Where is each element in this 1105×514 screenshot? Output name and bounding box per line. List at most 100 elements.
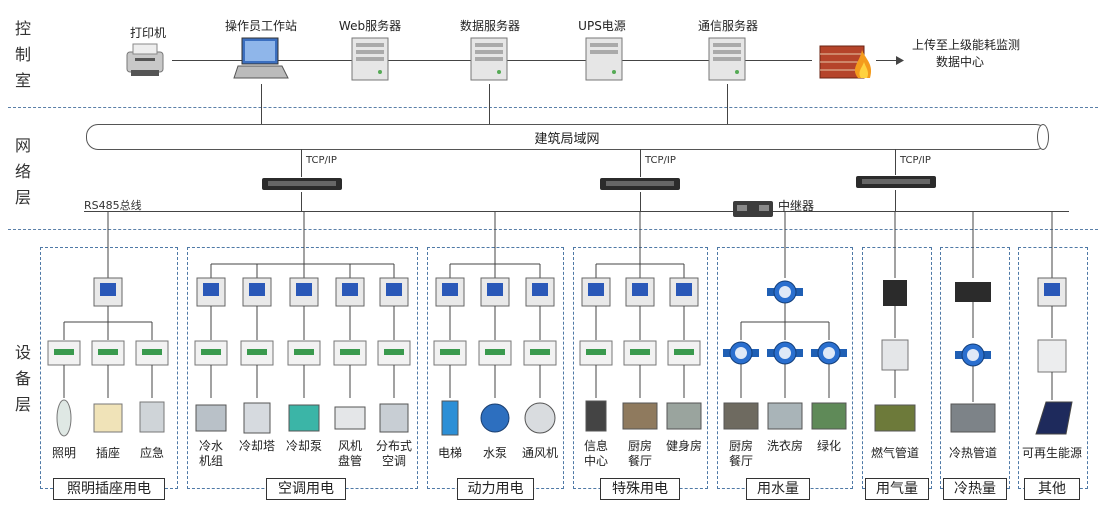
hvac-breaker-icon [333,340,367,366]
water-pump-icon [480,403,510,433]
lan-label: 建筑局域网 [534,132,600,147]
hvac-item-label: 冷却泵 [285,439,322,453]
power-breaker-icon [478,340,512,366]
comm-server-label: 通信服务器 [697,19,758,33]
lan-bus-cap [1037,124,1049,150]
switch-icon-3 [856,176,936,188]
heat-item-label: 冷热管道 [948,446,997,460]
emergency-light-icon [139,401,165,433]
lan-to-switch-1-line [301,149,302,177]
power-group-meter-icon [525,277,555,307]
special-meter-icon [625,277,655,307]
special-meter-icon [581,277,611,307]
commserver-to-lan-line [727,84,728,124]
lighting-breaker-icon [135,340,169,366]
hvac-meter-icon [335,277,365,307]
layer-label-device: 设备层 [14,343,31,414]
upload-label-line1: 上传至上级能耗监测 [911,38,1020,52]
combiner-box-icon [1037,339,1067,373]
upload-arrow-line [876,60,898,61]
hvac-meter-icon [242,277,272,307]
greenery-photo-icon [811,402,847,430]
canteen-photo-icon [723,402,759,430]
rs485-bus-line [84,211,1069,212]
group-title-special: 特殊用电 [600,478,680,500]
tcpip-label-1: TCP/IP [306,155,337,166]
laundry-photo-icon [767,402,803,430]
switch-icon-2 [600,178,680,190]
split-ac-icon [379,403,409,433]
group-title-lighting: 照明插座用电 [53,478,165,500]
chiller-icon [195,404,227,432]
web-server-icon [351,37,389,81]
firewall-icon [819,45,872,79]
lighting-breaker-icon [47,340,81,366]
cooling-tower-icon [243,402,271,434]
hvac-item-label: 冷水 机组 [198,439,223,468]
hvac-meter-icon [379,277,409,307]
water-item-label: 厨房 餐厅 [728,439,753,468]
lamp-icon [56,399,72,437]
special-breaker-icon [667,340,701,366]
ventilator-icon [524,402,556,434]
water-item-label: 洗衣房 [766,439,803,453]
gas-meter-icon [881,339,909,371]
lighting-main-meter-icon [93,277,123,307]
switch-icon-1 [262,178,342,190]
upload-label-line2: 数据中心 [935,55,984,69]
other-item-label: 可再生能源 [1021,446,1082,460]
station-to-lan-line [261,84,262,124]
lan-to-switch-3-line [895,149,896,175]
power-item-label: 电梯 [437,446,462,460]
hvac-breaker-icon [377,340,411,366]
rs485-label: RS485总线 [84,199,142,212]
heat-collector-icon [955,282,991,302]
server-rack-icon [585,400,607,432]
lighting-breaker-icon [91,340,125,366]
socket-icon [93,403,123,433]
db-server-label: 数据服务器 [459,19,520,33]
tcpip-label-2: TCP/IP [645,155,676,166]
laptop-icon [233,37,289,79]
gas-item-label: 燃气管道 [870,446,919,460]
power-group-meter-icon [435,277,465,307]
layer-label-control: 控制室 [14,19,31,90]
hvac-meter-icon [196,277,226,307]
dbserver-to-lan-line [489,84,490,124]
group-title-water: 用水量 [746,478,810,500]
special-meter-icon [669,277,699,307]
hvac-breaker-icon [287,340,321,366]
other-meter-icon [1037,277,1067,307]
group-title-gas: 用气量 [865,478,929,500]
heat-pipe-photo-icon [950,403,996,433]
special-breaker-icon [579,340,613,366]
elevator-icon [441,400,459,436]
special-item-label: 健身房 [665,439,702,453]
printer-icon [126,43,164,76]
water-sub-meter-icon [811,341,847,365]
water-item-label: 绿化 [816,439,841,453]
hvac-breaker-icon [240,340,274,366]
hvac-item-label: 冷却塔 [238,439,275,453]
layer-label-network: 网络层 [14,136,31,207]
power-breaker-icon [433,340,467,366]
lighting-item-label: 照明 [51,446,76,460]
gym-photo-icon [666,402,702,430]
operator-station-label: 操作员工作站 [224,19,297,33]
gas-collector-icon [883,280,907,306]
hvac-meter-icon [289,277,319,307]
repeater-label: 中继器 [778,199,815,213]
power-item-label: 通风机 [521,446,558,460]
ups-icon [585,37,623,81]
lan-bus: 建筑局域网 [86,124,1049,150]
power-item-label: 水泵 [482,446,507,460]
water-main-meter-icon [767,280,803,304]
hvac-item-label: 风机 盘管 [337,439,362,468]
fan-coil-icon [334,406,366,430]
comm-server-icon [708,37,746,81]
heat-meter-icon [955,343,991,367]
divider-control-network [8,107,1098,108]
group-title-other: 其他 [1024,478,1080,500]
special-item-label: 厨房 餐厅 [627,439,652,468]
hvac-breaker-icon [194,340,228,366]
